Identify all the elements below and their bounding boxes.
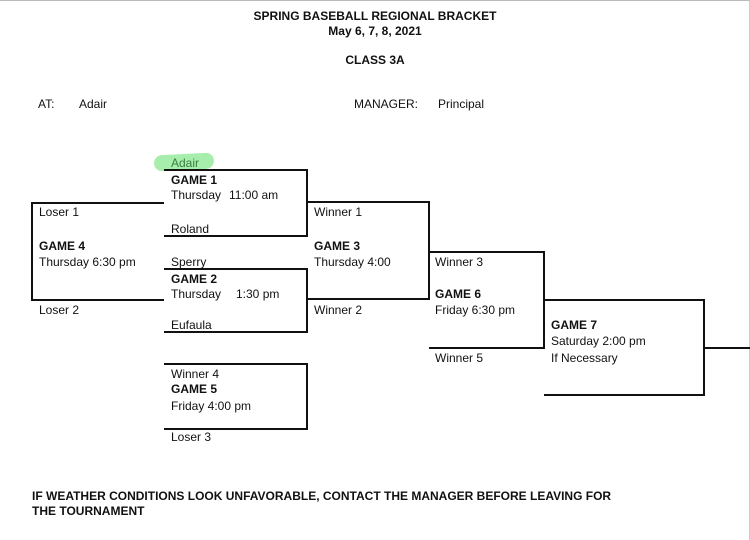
game6-title: GAME 6 (435, 287, 482, 301)
game1-time: 11:00 am (229, 188, 279, 202)
game4-title: GAME 4 (39, 239, 86, 253)
game3-bottom-line (307, 298, 429, 300)
game1-bottom-line (164, 235, 307, 237)
game7-note: If Necessary (551, 351, 618, 365)
game6-top-line (429, 251, 545, 253)
game2-bracket-connector (306, 268, 308, 333)
game2-top-line (164, 268, 307, 270)
game5-bottom-slot: Loser 3 (171, 430, 212, 444)
game2-time: 1:30 pm (236, 287, 280, 301)
game1-title: GAME 1 (171, 173, 218, 187)
game7-top-line (544, 299, 704, 301)
game1-bottom-team: Roland (171, 222, 210, 236)
game1-top-line (164, 169, 307, 171)
game6-time: Friday 6:30 pm (435, 303, 516, 317)
game6-bottom-slot: Winner 5 (435, 351, 484, 365)
game4-top-line (31, 202, 164, 204)
game2-title: GAME 2 (171, 272, 218, 286)
bracket-dates: May 6, 7, 8, 2021 (328, 24, 422, 38)
game5-title: GAME 5 (171, 382, 218, 396)
game6-bottom-line (429, 347, 545, 349)
game5-time: Friday 4:00 pm (171, 399, 252, 413)
game4-bottom-line (31, 299, 164, 301)
game2-top-team: Sperry (171, 255, 207, 269)
game4-top-slot: Loser 1 (39, 205, 80, 219)
game4-bracket-connector (31, 202, 33, 301)
at-label: AT: (38, 97, 55, 111)
game3-top-slot: Winner 1 (314, 205, 363, 219)
bracket-title: SPRING BASEBALL REGIONAL BRACKET (253, 9, 497, 23)
game7-bottom-line (544, 394, 705, 396)
footer-notice-line2: THE TOURNAMENT (32, 504, 145, 518)
game5-bottom-line (164, 428, 307, 430)
game4-time: Thursday 6:30 pm (39, 255, 136, 269)
manager-label: MANAGER: (354, 97, 419, 111)
at-value: Adair (79, 97, 108, 111)
game6-top-slot: Winner 3 (435, 255, 484, 269)
game3-bracket-connector (428, 201, 430, 300)
game5-top-line (164, 363, 307, 365)
game2-bottom-team: Eufaula (171, 318, 212, 332)
footer-notice-line1: IF WEATHER CONDITIONS LOOK UNFAVORABLE, … (32, 489, 612, 503)
game1-bracket-connector (306, 169, 308, 237)
game5-bracket-connector (306, 363, 308, 430)
game3-title: GAME 3 (314, 239, 361, 253)
game4-bottom-slot: Loser 2 (39, 303, 80, 317)
game1-top-team: Adair (171, 156, 200, 170)
game5-top-slot: Winner 4 (171, 367, 220, 381)
game7-time: Saturday 2:00 pm (551, 334, 646, 348)
bracket-class: CLASS 3A (345, 53, 405, 67)
manager-value: Principal (438, 97, 485, 111)
game7-title: GAME 7 (551, 318, 598, 332)
game3-time: Thursday 4:00 (314, 255, 391, 269)
game3-top-line (307, 201, 429, 203)
champion-line (704, 347, 750, 349)
game2-bottom-line (164, 331, 307, 333)
game3-bottom-slot: Winner 2 (314, 303, 363, 317)
game1-day: Thursday (171, 188, 222, 202)
game2-day: Thursday (171, 287, 222, 301)
